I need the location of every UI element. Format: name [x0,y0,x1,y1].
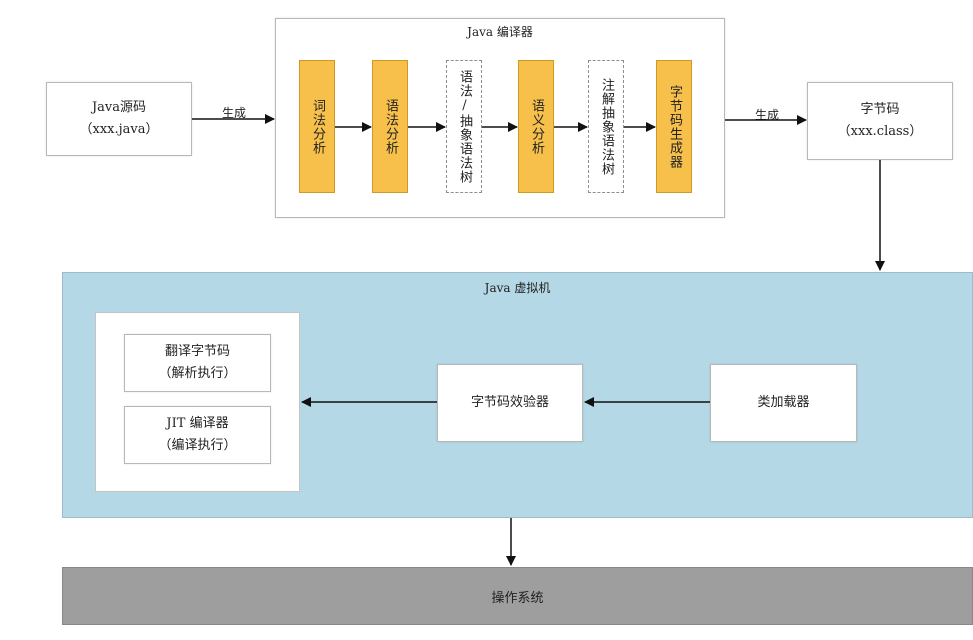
interpreter-title: 翻译字节码 [164,344,230,359]
java-source-title: Java源码 [91,100,147,115]
jvm-title: Java 虚拟机 [484,281,551,295]
java-source-subtitle: （xxx.java） [79,122,159,137]
generate-label-right: 生成 [754,108,779,122]
jit-compiler-subtitle: （编译执行） [158,438,237,453]
operating-system-label: 操作系统 [491,590,544,606]
stage-annotated-syntax-tree: 注解抽象语法树 [588,60,624,193]
bytecode-verifier-box: 字节码效验器 [437,364,583,442]
stage-semantic-analysis: 语义分析 [518,60,554,193]
jit-compiler-box: JIT 编译器 （编译执行） [124,406,271,464]
stage-syntax-tree: 语法/抽象语法树 [446,60,482,193]
stage-syntax-analysis: 语法分析 [372,60,408,193]
interpreter-box: 翻译字节码 （解析执行） [124,334,271,392]
interpreter-subtitle: （解析执行） [158,366,237,381]
bytecode-verifier-label: 字节码效验器 [470,395,549,410]
java-compiler-box: Java 编译器 [275,18,725,218]
bytecode-subtitle: （xxx.class） [837,124,923,139]
jit-compiler-title: JIT 编译器 [166,416,229,431]
class-loader-box: 类加载器 [710,364,857,442]
stage-bytecode-generator: 字节码生成器 [656,60,692,193]
bytecode-box: 字节码 （xxx.class） [807,82,953,160]
stage-lexical-analysis: 词法分析 [299,60,335,193]
bytecode-title: 字节码 [860,102,900,117]
generate-label-left: 生成 [221,106,246,120]
operating-system-box: 操作系统 [62,567,973,625]
class-loader-label: 类加载器 [757,395,810,410]
java-source-box: Java源码 （xxx.java） [46,82,192,156]
java-compiler-title: Java 编译器 [467,25,533,39]
